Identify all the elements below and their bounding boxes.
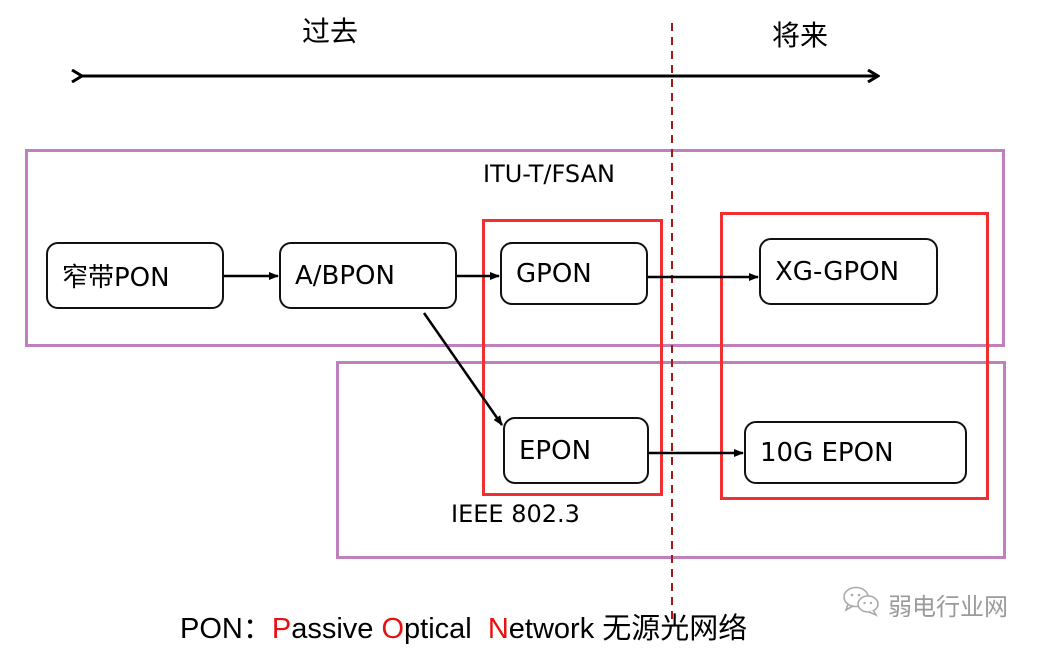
node-label: GPON	[516, 258, 592, 289]
itu-fsan-label: ITU-T/FSAN	[483, 160, 615, 188]
footer-prefix: PON：	[180, 613, 272, 645]
past-label: 过去	[302, 15, 359, 48]
node-epon[interactable]: EPON	[503, 417, 649, 484]
node-label: A/BPON	[295, 260, 395, 291]
footer-p-rest: assive	[291, 613, 382, 645]
node-label: 窄带PON	[62, 263, 170, 293]
footer-n-rest: etwork	[508, 613, 603, 645]
node-xg-gpon[interactable]: XG-GPON	[759, 238, 938, 305]
footer-o-rest: ptical	[404, 613, 488, 645]
node-label: EPON	[519, 435, 592, 466]
footer-o-letter: O	[381, 613, 405, 645]
node-gpon[interactable]: GPON	[500, 242, 648, 305]
wechat-icon	[842, 585, 880, 623]
ieee-label: IEEE 802.3	[451, 500, 580, 528]
footer-p-letter: P	[271, 613, 292, 645]
current-highlight-box	[482, 219, 663, 496]
pon-definition: PON：Passive Optical Network 无源光网络	[180, 605, 747, 647]
future-label: 将来	[772, 19, 829, 52]
itu-fsan-group	[25, 149, 1005, 347]
future-highlight-box	[720, 212, 989, 500]
node-10g-epon[interactable]: 10G EPON	[744, 421, 967, 484]
node-narrowband-pon[interactable]: 窄带PON	[46, 242, 224, 309]
node-label: XG-GPON	[775, 256, 900, 287]
node-label: 10G EPON	[760, 437, 894, 468]
footer-chinese: 无源光网络	[602, 611, 748, 645]
footer-n-letter: N	[487, 613, 509, 645]
watermark: 弱电行业网	[842, 585, 1008, 623]
node-abpon[interactable]: A/BPON	[279, 242, 457, 309]
arrow-abpon-to-epon	[422, 312, 504, 426]
watermark-text: 弱电行业网	[888, 592, 1008, 621]
